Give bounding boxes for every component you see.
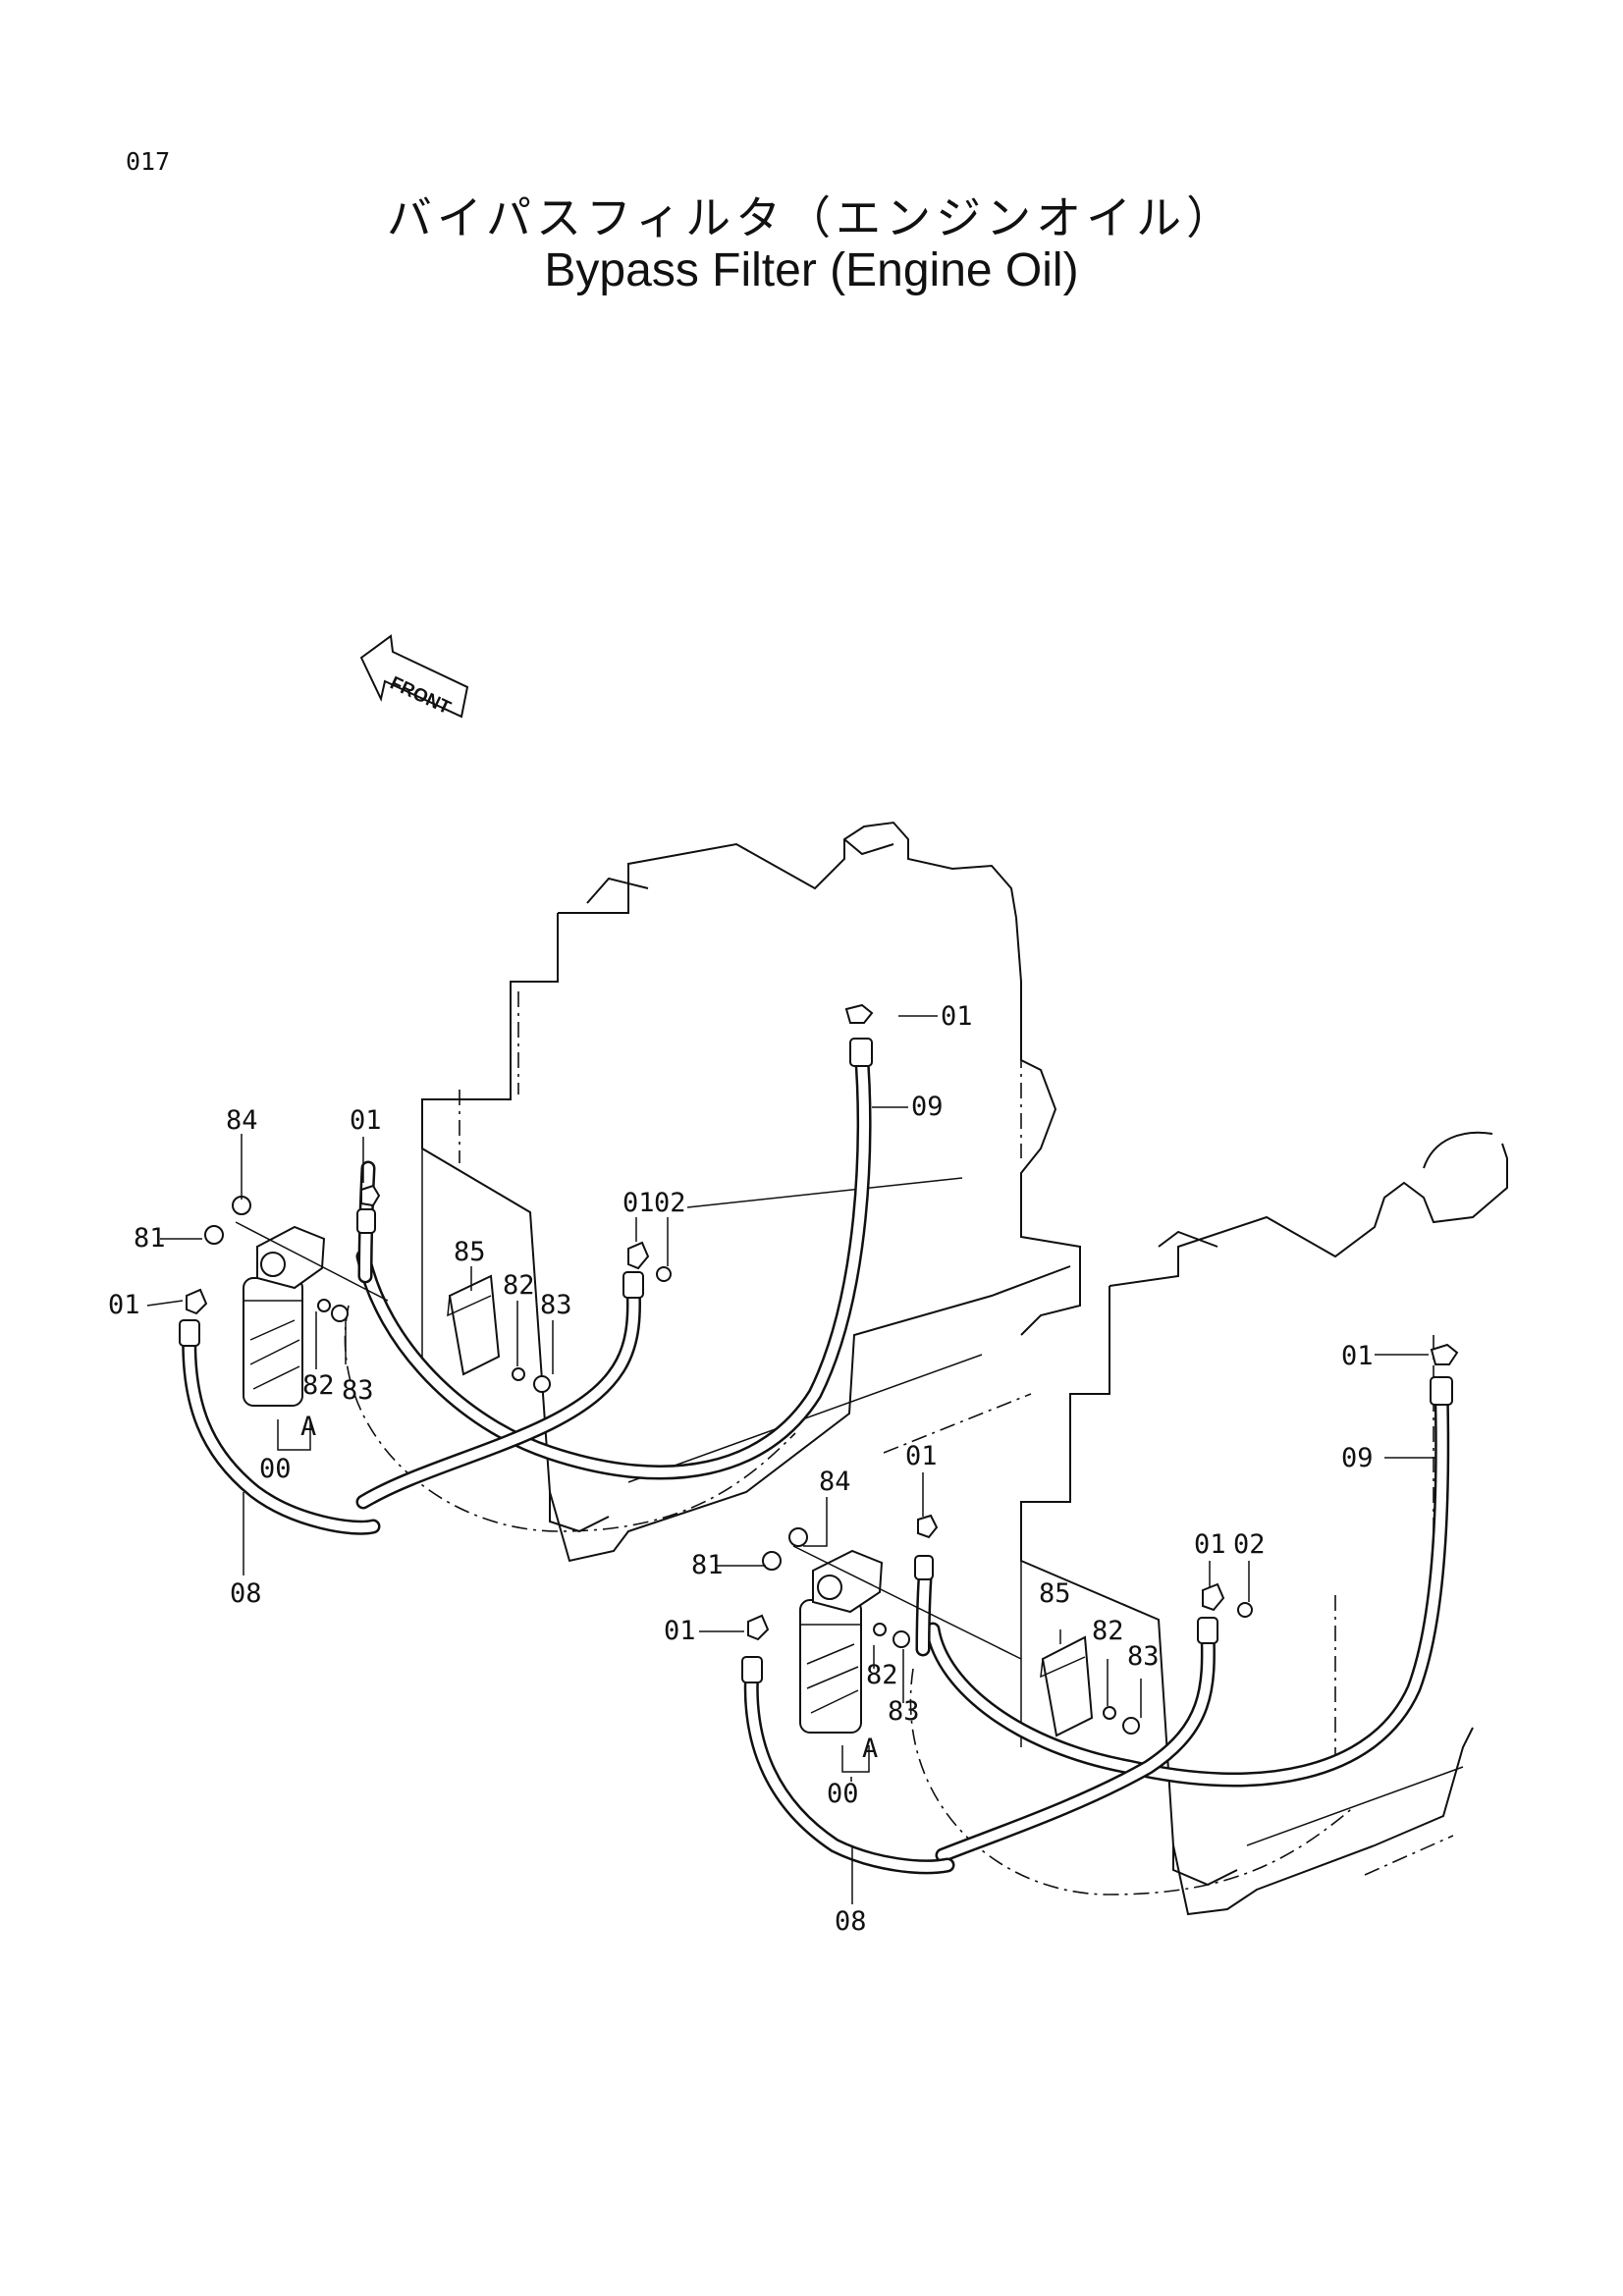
hose-fitting [179,1319,200,1347]
assembly-1-callouts: 01 09 84 01 81 01 01 02 85 82 83 82 83 A… [108,1001,973,1609]
filter-head-port [817,1575,842,1600]
hose-fitting [849,1038,873,1067]
washer [512,1367,525,1381]
elbow-fitting [627,1241,650,1270]
hose-fitting [914,1555,934,1580]
mounting-bracket [1041,1635,1094,1737]
bolt-head [762,1551,782,1571]
elbow-fitting [747,1614,770,1641]
callout-82: 82 [503,1270,535,1301]
callout-83: 83 [1127,1641,1160,1672]
title-english: Bypass Filter (Engine Oil) [544,244,1079,296]
callout-01: 01 [108,1290,140,1320]
callout-84: 84 [819,1467,851,1497]
plug [656,1266,672,1282]
callout-01: 01 [622,1188,655,1218]
hose-fitting [1197,1617,1218,1644]
engine-outline-1 [344,821,1081,1563]
hose-fitting [1430,1376,1453,1406]
callout-01: 01 [1341,1341,1374,1371]
title-japanese: バイパスフィルタ（エンジンオイル） [386,191,1237,244]
callout-08: 08 [835,1906,867,1937]
elbow-fitting [360,1184,381,1207]
callout-00: 00 [259,1454,292,1484]
washer [873,1623,887,1636]
callout-02: 02 [1233,1529,1266,1560]
callout-84: 84 [226,1105,258,1136]
callout-82: 82 [1092,1616,1124,1646]
elbow-fitting [1202,1582,1225,1612]
callout-00: 00 [827,1779,859,1809]
elbow-fitting [186,1288,208,1315]
assembly-1 [146,1003,938,1575]
engine-outline-2 [909,1131,1508,1916]
callout-01: 01 [350,1105,382,1136]
callout-01: 01 [664,1616,696,1646]
callout-82: 82 [302,1370,335,1401]
callout-08: 08 [230,1578,262,1609]
callout-01: 01 [1194,1529,1226,1560]
front-arrow-label: FRONT [387,672,455,719]
bypass-filter-element [243,1277,303,1407]
page-number: 017 [126,147,171,176]
front-direction-arrow: FRONT [359,634,469,719]
callout-A: A [300,1412,316,1442]
nut [1122,1717,1140,1735]
callout-83: 83 [342,1375,374,1406]
callout-83: 83 [540,1290,572,1320]
plug [1237,1602,1253,1618]
elbow-fitting [917,1514,939,1539]
filter-head-port [260,1252,286,1277]
assembly-2 [699,1343,1459,1904]
elbow-fitting [1430,1343,1459,1365]
nut [533,1375,551,1393]
assembly-2-callouts: 01 09 84 01 81 01 01 02 85 82 83 82 83 A… [664,1341,1374,1937]
callout-09: 09 [911,1092,944,1122]
washer [317,1299,331,1312]
callout-83: 83 [888,1696,920,1727]
hose-fitting [356,1208,376,1234]
bolt-head [788,1527,808,1547]
callout-81: 81 [134,1223,166,1254]
nut [331,1305,349,1322]
nut [893,1630,910,1648]
callout-02: 02 [654,1188,686,1218]
bypass-filter-element [799,1599,862,1734]
callout-09: 09 [1341,1443,1374,1473]
elbow-fitting [844,1003,874,1024]
hose-fitting [622,1271,644,1299]
bolt-head [204,1225,224,1245]
hose-fitting [741,1656,763,1683]
callout-81: 81 [691,1550,724,1580]
callout-85: 85 [1039,1578,1071,1609]
mounting-bracket [448,1274,501,1376]
washer [1103,1706,1116,1720]
callout-01: 01 [905,1441,938,1471]
callout-82: 82 [866,1660,898,1690]
callout-01: 01 [941,1001,973,1032]
callout-A: A [862,1734,878,1764]
callout-85: 85 [454,1237,486,1267]
